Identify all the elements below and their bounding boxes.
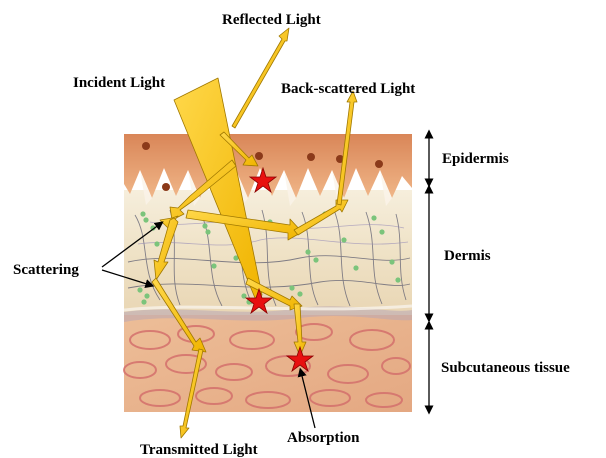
absorption-label: Absorption bbox=[287, 430, 360, 446]
reflected-light-arrow bbox=[232, 28, 289, 128]
scattering-label: Scattering bbox=[13, 262, 79, 278]
reflected-light-label: Reflected Light bbox=[222, 12, 321, 28]
subcutaneous-tissue-label: Subcutaneous tissue bbox=[441, 360, 570, 376]
back-scattered-light-label: Back-scattered Light bbox=[281, 81, 415, 97]
incident-light-label: Incident Light bbox=[73, 75, 165, 91]
dermis-label: Dermis bbox=[444, 248, 491, 264]
transmitted-light-label: Transmitted Light bbox=[140, 442, 258, 458]
epidermis-label: Epidermis bbox=[442, 151, 509, 167]
skin-tissue-block bbox=[124, 134, 412, 412]
